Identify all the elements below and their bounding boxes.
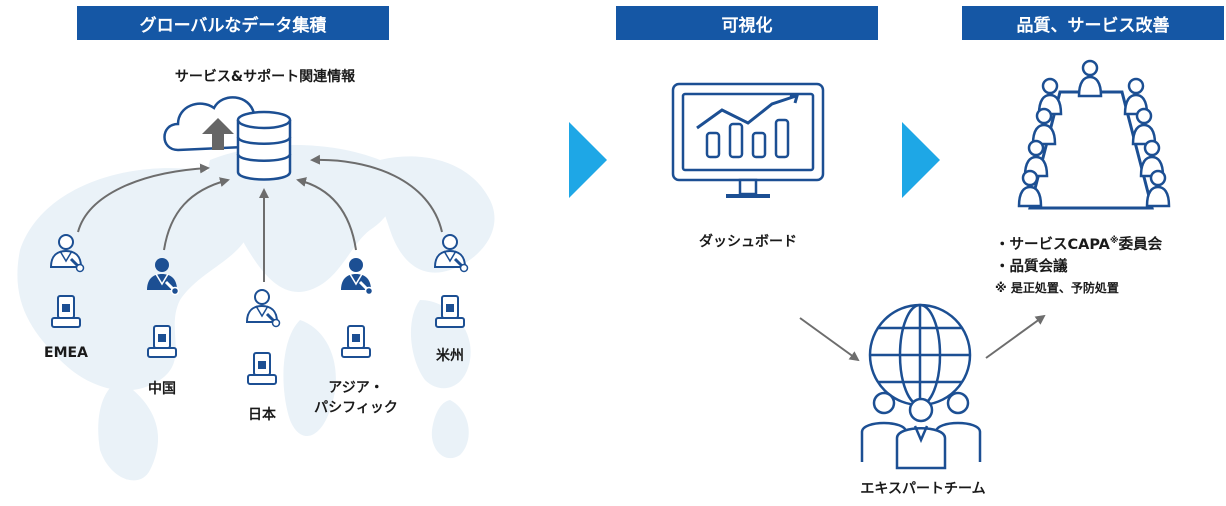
source-title: サービス&サポート関連情報: [174, 69, 356, 85]
meeting-item-capa: ・サービスCAPA※委員会: [995, 236, 1163, 253]
banner-global-data-collection: グローバルなデータ集積: [77, 6, 389, 40]
database-icon: [236, 110, 292, 181]
dashboard-label: ダッシュボード: [699, 234, 797, 250]
expert-flow-arrows: [799, 314, 1046, 362]
region-label-china: 中国: [148, 381, 176, 397]
expert-team-icon: [860, 391, 982, 470]
dashboard-monitor-icon: [671, 82, 825, 198]
meeting-table-icon: [1017, 59, 1171, 210]
region-label-asia-pacific: アジア・ パシフィック: [314, 380, 398, 416]
region-label-americas: 米州: [436, 348, 464, 364]
meeting-list: ・サービスCAPA※委員会 ・品質会議 ※ 是正処置、予防処置: [995, 230, 1162, 298]
banner-visualization: 可視化: [616, 6, 878, 40]
process-arrow-1: [569, 122, 607, 198]
expert-team-label: エキスパートチーム: [860, 481, 986, 497]
region-japan-figures: [245, 288, 281, 385]
banner-quality-service-improvement: 品質、サービス改善: [962, 6, 1224, 40]
meeting-item-quality: ・品質会議: [995, 258, 1068, 275]
region-label-japan: 日本: [248, 407, 276, 423]
meeting-footnote: ※ 是正処置、予防処置: [995, 280, 1119, 295]
process-arrow-2: [902, 122, 940, 198]
globe-icon: [868, 303, 972, 407]
data-flow-arrows: [77, 154, 443, 282]
region-asia-pacific-figures: [339, 256, 374, 358]
region-label-emea: EMEA: [44, 345, 88, 361]
